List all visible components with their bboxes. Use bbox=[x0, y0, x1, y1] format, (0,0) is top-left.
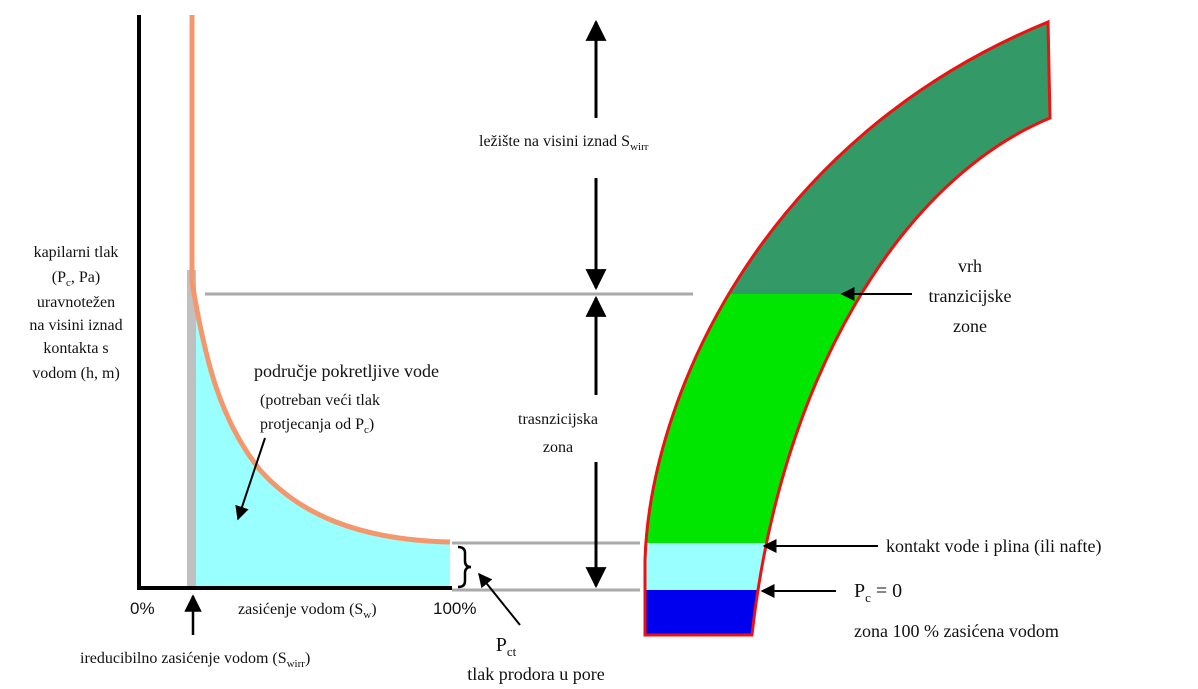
arrow-to-mobile-water bbox=[235, 437, 266, 521]
reservoir-outline bbox=[643, 19, 1052, 637]
y-axis-label: kapilarni tlak (Pc, Pa) uravnotežen na v… bbox=[29, 244, 122, 382]
mobile-water-note1: (potreban veći tlak bbox=[260, 392, 380, 409]
threshold-symbol: Pct bbox=[496, 634, 517, 659]
irreducible-saturation-label: ireducibilno zasićenje vodom (Swirr) bbox=[80, 650, 310, 670]
mobile-water-title: područje pokretljive vode bbox=[254, 361, 439, 381]
x-axis-end-tick: 100% bbox=[433, 599, 476, 618]
full-water-zone bbox=[645, 590, 1050, 635]
x-axis-label: zasićenje vodom (Sw) bbox=[238, 601, 377, 621]
arrow-to-threshold-brace bbox=[478, 572, 521, 626]
capillary-curve-panel bbox=[137, 15, 452, 590]
height-above-label: ležište na visini iznad Swirr bbox=[479, 133, 649, 153]
top-of-transition-line3: zone bbox=[953, 316, 987, 336]
contact-label: kontakt vode i plina (ili nafte) bbox=[886, 536, 1101, 557]
mobile-water-area bbox=[194, 282, 450, 588]
capillary-pressure-curve bbox=[189, 15, 451, 545]
x-axis-start-tick: 0% bbox=[130, 599, 155, 618]
y-axis-label-line2: (Pc, Pa) bbox=[52, 269, 100, 289]
full-water-zone-label: zona 100 % zasićena vodom bbox=[854, 621, 1059, 641]
y-axis-label-line6: vodom (h, m) bbox=[32, 365, 120, 382]
pc-zero-label: Pc = 0 bbox=[854, 580, 902, 605]
threshold-brace bbox=[457, 545, 472, 589]
threshold-description: tlak prodora u pore bbox=[467, 664, 604, 684]
y-axis-label-line4: na visini iznad bbox=[29, 317, 122, 334]
y-axis-label-line5: kontakta s bbox=[43, 340, 108, 357]
transition-zone bbox=[645, 294, 1050, 543]
top-of-transition-line2: tranzicijske bbox=[929, 286, 1012, 306]
mobile-water-note2: protjecanja od Pc) bbox=[260, 416, 374, 436]
pointer-arrows bbox=[184, 287, 912, 635]
y-axis-label-line1: kapilarni tlak bbox=[34, 244, 119, 261]
transition-zone-label-line1: trasnzicijska bbox=[518, 411, 598, 428]
y-axis-label-line3: uravnotežen bbox=[37, 294, 115, 311]
transition-zone-label-line2: zona bbox=[543, 439, 573, 456]
top-of-transition-line1: vrh bbox=[958, 256, 982, 276]
guide-lines bbox=[205, 292, 693, 592]
irreducible-saturation-band bbox=[187, 270, 196, 588]
